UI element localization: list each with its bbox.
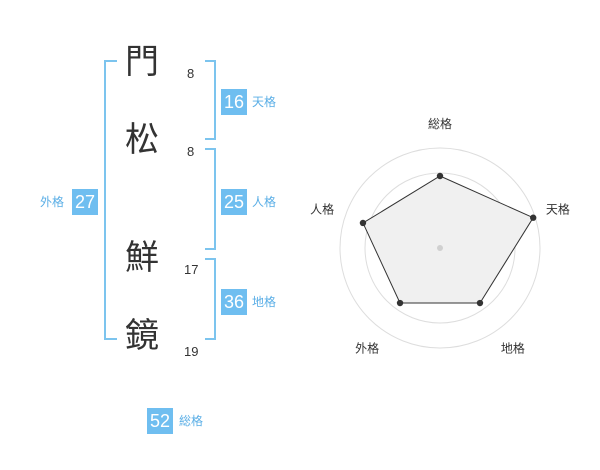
radar-points xyxy=(359,172,537,307)
tenkaku-value: 16 xyxy=(221,89,247,115)
soukaku-label: 総格 xyxy=(179,414,204,428)
stroke-count-3: 17 xyxy=(184,262,199,277)
name-char-3: 鮮 xyxy=(125,238,159,278)
soukaku-value: 52 xyxy=(147,408,173,434)
radar-point-1 xyxy=(530,214,537,221)
name-char-2: 松 xyxy=(125,120,159,160)
jinkaku-bracket xyxy=(205,148,216,250)
stroke-count-2: 8 xyxy=(187,144,195,159)
tenkaku-bracket xyxy=(205,60,216,140)
chikaku-label: 地格 xyxy=(252,295,277,309)
radar-axis-label-3: 外格 xyxy=(355,340,379,355)
radar-point-0 xyxy=(436,172,444,180)
chikaku-bracket xyxy=(205,258,216,340)
gaikaku-bracket xyxy=(104,60,117,340)
chikaku-value: 36 xyxy=(221,289,247,315)
gaikaku-label: 外格 xyxy=(40,195,65,209)
gaikaku-value: 27 xyxy=(72,189,98,215)
radar-point-4 xyxy=(359,219,367,227)
jinkaku-value: 25 xyxy=(221,189,247,215)
radar-axis-label-4: 人格 xyxy=(310,202,334,217)
radar-axis-label-0: 総格 xyxy=(428,116,452,131)
radar-point-2 xyxy=(476,299,484,307)
radar-axis-label-1: 天格 xyxy=(546,202,570,217)
name-char-1: 門 xyxy=(125,42,159,82)
jinkaku-label: 人格 xyxy=(252,195,277,209)
stroke-count-4: 19 xyxy=(184,344,199,359)
radar-axis-label-2: 地格 xyxy=(501,340,525,355)
radar-ring xyxy=(339,147,541,349)
radar-point-3 xyxy=(396,299,404,307)
radar-center-dot xyxy=(437,245,443,251)
stroke-count-1: 8 xyxy=(187,66,195,81)
radar-series-line xyxy=(362,175,534,304)
tenkaku-label: 天格 xyxy=(252,95,277,109)
name-char-4: 鏡 xyxy=(125,316,159,356)
radar-series-area xyxy=(363,176,534,303)
